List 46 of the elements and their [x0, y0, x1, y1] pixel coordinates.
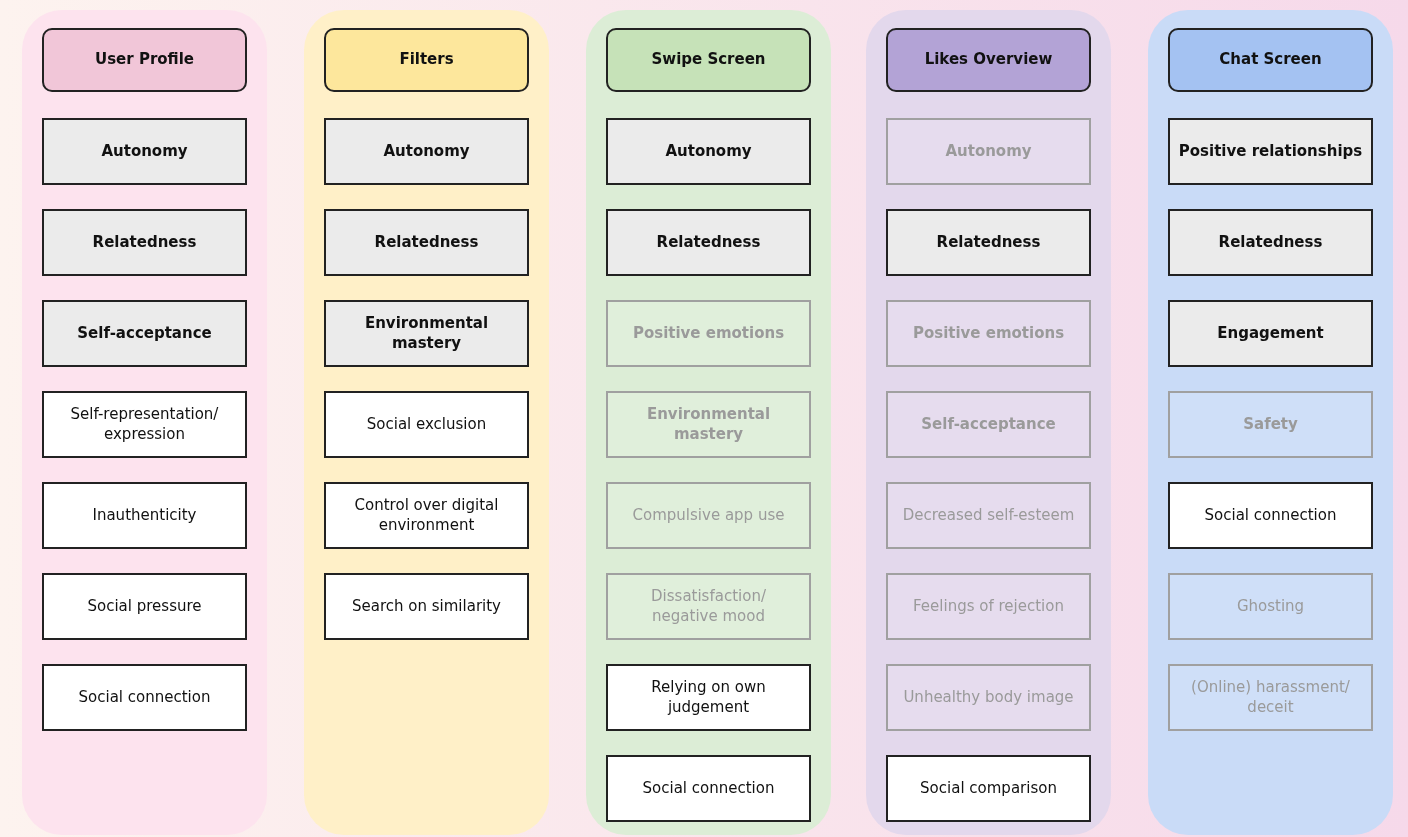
factor-box: Relatedness	[886, 209, 1091, 276]
effect-box: Inauthenticity	[42, 482, 247, 549]
column-panel	[1148, 10, 1393, 835]
faded-factor-box: Positive emotions	[886, 300, 1091, 367]
factor-box: Autonomy	[324, 118, 529, 185]
factor-box: Relatedness	[42, 209, 247, 276]
effect-box: Social connection	[42, 664, 247, 731]
effect-box: Social exclusion	[324, 391, 529, 458]
factor-box: Positive relationships	[1168, 118, 1373, 185]
effect-box: Social connection	[1168, 482, 1373, 549]
faded-factor-box: Compulsive app use	[606, 482, 811, 549]
faded-factor-box: Unhealthy body image	[886, 664, 1091, 731]
faded-factor-box: Self-acceptance	[886, 391, 1091, 458]
effect-box: Social pressure	[42, 573, 247, 640]
effect-box: Search on similarity	[324, 573, 529, 640]
effect-box: Social connection	[606, 755, 811, 822]
column-header: Swipe Screen	[606, 28, 811, 92]
effect-box: Control over digital environment	[324, 482, 529, 549]
faded-factor-box: Safety	[1168, 391, 1373, 458]
column-panel	[22, 10, 267, 835]
factor-box: Engagement	[1168, 300, 1373, 367]
factor-box: Relatedness	[1168, 209, 1373, 276]
column-header: Likes Overview	[886, 28, 1091, 92]
faded-factor-box: Autonomy	[886, 118, 1091, 185]
factor-box: Relatedness	[324, 209, 529, 276]
column-panel	[866, 10, 1111, 835]
factor-box: Relatedness	[606, 209, 811, 276]
column-header: Chat Screen	[1168, 28, 1373, 92]
column-header: User Profile	[42, 28, 247, 92]
effect-box: Social comparison	[886, 755, 1091, 822]
column-panel	[586, 10, 831, 835]
column-panel	[304, 10, 549, 835]
faded-factor-box: (Online) harassment/ deceit	[1168, 664, 1373, 731]
factor-box: Environmental mastery	[324, 300, 529, 367]
faded-factor-box: Feelings of rejection	[886, 573, 1091, 640]
faded-factor-box: Dissatisfaction/ negative mood	[606, 573, 811, 640]
faded-factor-box: Ghosting	[1168, 573, 1373, 640]
factor-box: Autonomy	[606, 118, 811, 185]
factor-box: Self-acceptance	[42, 300, 247, 367]
column-header: Filters	[324, 28, 529, 92]
faded-factor-box: Environmental mastery	[606, 391, 811, 458]
faded-factor-box: Positive emotions	[606, 300, 811, 367]
effect-box: Relying on own judgement	[606, 664, 811, 731]
factor-box: Autonomy	[42, 118, 247, 185]
faded-factor-box: Decreased self-esteem	[886, 482, 1091, 549]
effect-box: Self-representation/ expression	[42, 391, 247, 458]
